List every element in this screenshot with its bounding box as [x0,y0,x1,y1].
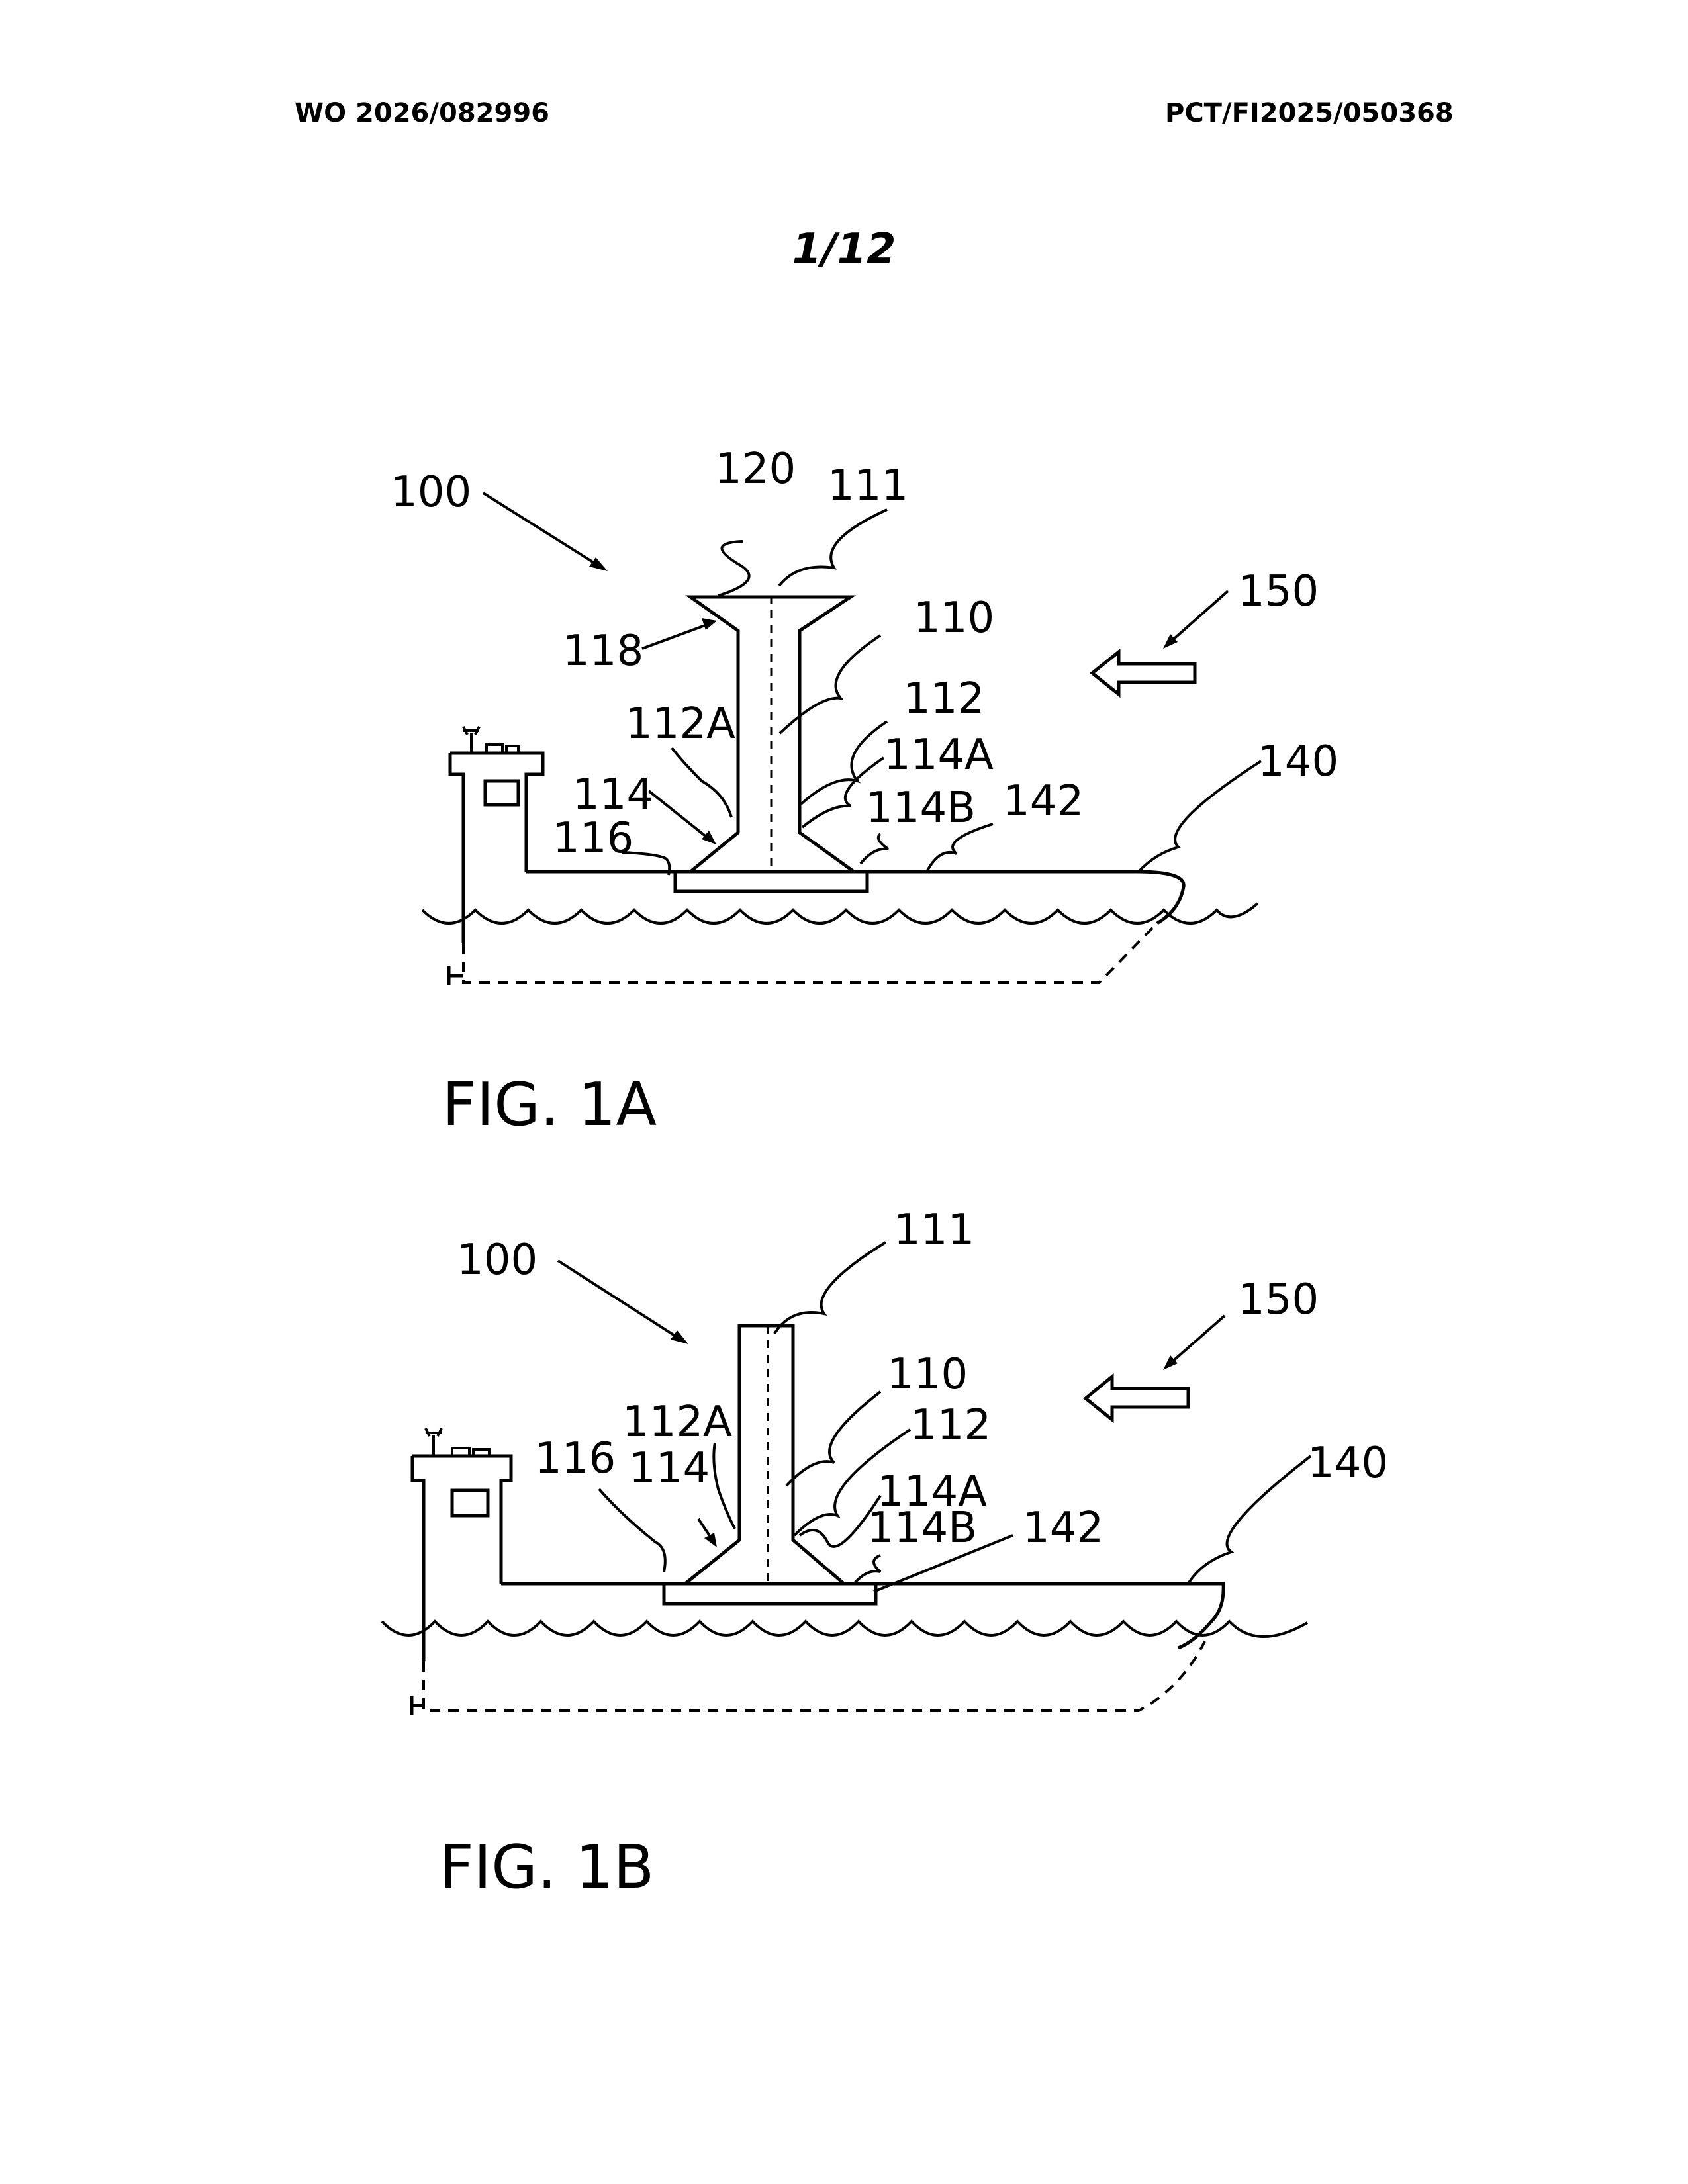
label-112A: 112A [622,1398,732,1447]
mast-icon [426,1428,442,1456]
bridge-top-box [473,1449,489,1456]
waterline-waves [382,1621,1307,1637]
bridge-tower [450,753,463,943]
leader-114B [854,1555,880,1584]
arrowhead [702,618,717,630]
arrowhead [702,831,716,844]
underwater-hull [424,1641,1205,1711]
figure-1a: 100 120 111 150 118 110 112 112A 114A 14… [0,397,1688,1257]
ship-hull [501,1584,1223,1648]
label-140: 140 [1307,1439,1388,1488]
label-112: 112 [910,1401,991,1450]
label-140: 140 [1258,737,1338,786]
label-112A: 112A [626,700,735,749]
leader-112A [714,1443,735,1529]
arrow-100 [483,493,599,566]
arrow-118 [642,625,705,649]
label-110: 110 [914,594,994,643]
foundation-plate [664,1584,876,1604]
label-118: 118 [563,627,643,676]
leader-116 [599,1489,665,1572]
bridge-top-box [506,746,518,753]
label-120: 120 [715,445,796,494]
waterline-waves [422,903,1258,923]
sheet-number: 1/12 [0,225,1688,274]
foundation-plate [675,872,867,891]
leader-111 [779,510,887,586]
label-110: 110 [887,1350,968,1399]
label-114: 114 [573,770,653,819]
figure-caption-1a: FIG. 1A [442,1070,657,1140]
leader-112A [672,748,731,817]
label-150: 150 [1238,1275,1319,1324]
wind-direction-arrow [1086,1377,1188,1420]
mast-icon [463,727,479,753]
bridge-window [452,1490,488,1516]
label-114B: 114B [867,1504,977,1553]
label-114B: 114B [866,784,976,833]
application-number: PCT/FI2025/050368 [1165,98,1454,128]
label-150: 150 [1238,567,1319,616]
leader-120 [718,541,749,596]
leader-140 [1139,761,1261,872]
label-100: 100 [391,468,471,517]
label-116: 116 [535,1434,616,1483]
bridge-window [485,781,518,805]
bridge-superstructure [412,1456,511,1584]
wind-direction-arrow [1092,652,1195,694]
label-112: 112 [904,674,984,723]
bridge-top-box [487,745,502,753]
arrowhead [589,557,608,571]
label-100: 100 [457,1236,538,1285]
label-142: 142 [1003,777,1084,826]
label-142: 142 [1023,1504,1103,1553]
bridge-top-box [452,1448,469,1456]
label-114: 114 [629,1444,710,1493]
leader-114B [861,834,888,864]
arrowhead [704,1533,717,1547]
label-116: 116 [553,814,633,863]
leader-110 [780,635,880,733]
figure-caption-1b: FIG. 1B [440,1833,654,1902]
figure-1b: 111 100 150 110 112A 112 116 114 114A 14… [0,1191,1688,2052]
label-111: 111 [894,1206,974,1255]
leader-140 [1188,1456,1311,1584]
arrow-100 [558,1261,680,1339]
propeller-icon [449,966,463,985]
arrowhead [671,1330,688,1344]
leader-110 [786,1392,880,1486]
leader-111 [774,1242,886,1334]
underwater-hull [463,923,1157,983]
arrow-150 [1170,1316,1225,1363]
publication-number: WO 2026/082996 [295,98,549,128]
arrow-114 [649,791,707,837]
label-111: 111 [827,461,908,510]
label-114A: 114A [884,731,994,780]
arrow-150 [1170,591,1228,642]
ship-hull [526,872,1184,923]
